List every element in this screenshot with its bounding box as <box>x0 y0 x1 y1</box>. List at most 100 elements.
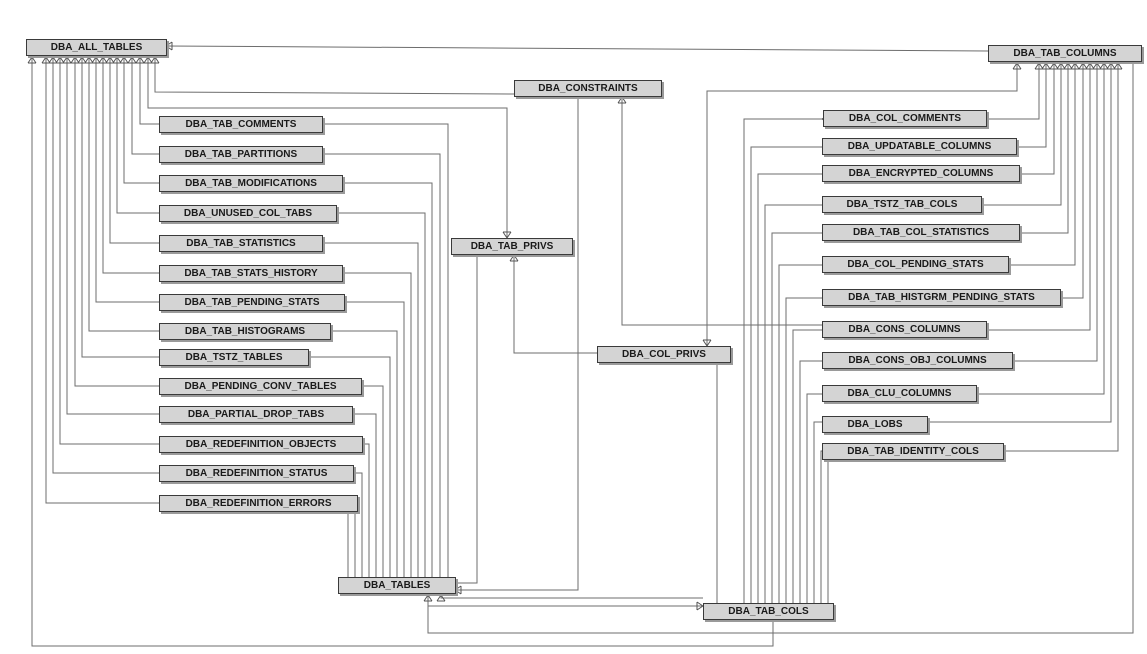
entity-dba-col-pending-stats[interactable]: DBA_COL_PENDING_STATS <box>822 256 1009 273</box>
relationship-line <box>123 57 159 184</box>
relationship-line <box>353 472 363 577</box>
relationship-line <box>330 330 398 577</box>
relationship-line <box>1003 63 1119 452</box>
relationship-marker <box>1070 62 1080 70</box>
relationship-marker <box>509 254 519 262</box>
relationship-marker <box>127 56 137 64</box>
entity-dba-redefinition-status[interactable]: DBA_REDEFINITION_STATUS <box>159 465 354 482</box>
relationship-line <box>813 421 822 603</box>
relationship-line <box>621 97 822 326</box>
relationship-line <box>986 63 1040 120</box>
relationship-marker <box>436 594 446 602</box>
entity-dba-all-tables[interactable]: DBA_ALL_TABLES <box>26 39 167 56</box>
relationship-line <box>81 57 159 358</box>
relationship-line <box>927 63 1112 423</box>
entity-dba-clu-columns[interactable]: DBA_CLU_COLUMNS <box>822 385 977 402</box>
relationship-marker <box>1012 62 1022 70</box>
relationship-line <box>354 502 357 577</box>
relationship-line <box>322 153 441 577</box>
relationship-marker <box>143 56 153 64</box>
relationship-line <box>1060 63 1084 299</box>
relationship-line <box>66 57 159 415</box>
relationship-line <box>342 182 433 577</box>
entity-dba-tables[interactable]: DBA_TABLES <box>338 577 456 594</box>
relationship-marker <box>702 339 712 347</box>
relationship-line <box>427 606 774 634</box>
relationship-line <box>750 146 822 603</box>
relationship-marker <box>1041 62 1051 70</box>
relationship-line <box>440 595 703 599</box>
relationship-line <box>308 356 391 577</box>
relationship-line <box>706 63 1018 346</box>
entity-dba-redefinition-errors[interactable]: DBA_REDEFINITION_ERRORS <box>159 495 358 512</box>
relationship-line <box>95 57 159 303</box>
entity-dba-encrypted-columns[interactable]: DBA_ENCRYPTED_COLUMNS <box>822 165 1020 182</box>
entity-dba-tab-partitions[interactable]: DBA_TAB_PARTITIONS <box>159 146 323 163</box>
entity-dba-tab-statistics[interactable]: DBA_TAB_STATISTICS <box>159 235 323 252</box>
relationship-line <box>1012 63 1098 362</box>
relationship-line <box>806 393 822 603</box>
entity-dba-tab-pending-stats[interactable]: DBA_TAB_PENDING_STATS <box>159 294 345 311</box>
relationship-line <box>976 63 1105 395</box>
relationship-line <box>154 57 515 95</box>
relationship-line <box>342 272 412 577</box>
relationship-line <box>109 57 159 244</box>
relationship-line <box>31 57 774 647</box>
entity-dba-tab-comments[interactable]: DBA_TAB_COMMENTS <box>159 116 323 133</box>
relationship-line <box>116 57 159 214</box>
entity-dba-partial-drop-tabs[interactable]: DBA_PARTIAL_DROP_TABS <box>159 406 353 423</box>
entity-dba-cons-columns[interactable]: DBA_CONS_COLUMNS <box>822 321 987 338</box>
relationship-line <box>427 595 703 607</box>
relationship-line <box>771 232 822 603</box>
entity-dba-tstz-tables[interactable]: DBA_TSTZ_TABLES <box>159 349 309 366</box>
relationship-line <box>1008 63 1076 266</box>
relationship-line <box>1019 63 1055 175</box>
relationship-line <box>785 297 822 603</box>
relationship-line <box>352 413 377 577</box>
entity-dba-updatable-columns[interactable]: DBA_UPDATABLE_COLUMNS <box>822 138 1017 155</box>
relationship-line <box>344 301 405 577</box>
relationship-line <box>336 212 426 577</box>
entity-dba-tab-modifications[interactable]: DBA_TAB_MODIFICATIONS <box>159 175 343 192</box>
relationship-marker <box>135 56 145 64</box>
relationship-line <box>773 63 1134 634</box>
relationship-line <box>792 329 822 603</box>
relationship-line <box>799 360 822 603</box>
entity-dba-lobs[interactable]: DBA_LOBS <box>822 416 928 433</box>
relationship-marker <box>1113 62 1123 70</box>
relationship-line <box>757 173 822 603</box>
relationship-marker <box>41 56 51 64</box>
relationship-line <box>981 63 1062 206</box>
relationship-line <box>102 57 159 274</box>
entity-dba-constraints[interactable]: DBA_CONSTRAINTS <box>514 80 662 97</box>
entity-dba-pending-conv-tables[interactable]: DBA_PENDING_CONV_TABLES <box>159 378 362 395</box>
relationship-line <box>59 57 159 445</box>
entity-dba-cons-obj-columns[interactable]: DBA_CONS_OBJ_COLUMNS <box>822 352 1013 369</box>
relationship-marker <box>423 594 433 602</box>
relationship-marker <box>502 231 512 239</box>
relationship-marker <box>70 56 80 64</box>
entity-dba-redefinition-objects[interactable]: DBA_REDEFINITION_OBJECTS <box>159 436 363 453</box>
relationship-marker <box>617 96 627 104</box>
entity-dba-tab-col-statistics[interactable]: DBA_TAB_COL_STATISTICS <box>822 224 1020 241</box>
relationship-line <box>52 57 159 474</box>
relationship-line <box>743 118 822 603</box>
entity-dba-col-comments[interactable]: DBA_COL_COMMENTS <box>823 110 987 127</box>
entity-dba-col-privs[interactable]: DBA_COL_PRIVS <box>597 346 731 363</box>
relationship-marker <box>165 41 173 51</box>
relationship-line <box>513 255 597 354</box>
entity-dba-tab-columns[interactable]: DBA_TAB_COLUMNS <box>988 45 1142 62</box>
relationship-line <box>322 123 449 577</box>
entity-dba-tstz-tab-cols[interactable]: DBA_TSTZ_TAB_COLS <box>822 196 982 213</box>
relationship-line <box>820 450 822 603</box>
relationship-line <box>455 96 579 591</box>
entity-dba-tab-identity-cols[interactable]: DBA_TAB_IDENTITY_COLS <box>822 443 1004 460</box>
entity-dba-tab-histgrm-pending-stats[interactable]: DBA_TAB_HISTGRM_PENDING_STATS <box>822 289 1061 306</box>
relationship-line <box>322 242 419 577</box>
entity-dba-tab-histograms[interactable]: DBA_TAB_HISTOGRAMS <box>159 323 331 340</box>
entity-dba-unused-col-tabs[interactable]: DBA_UNUSED_COL_TABS <box>159 205 337 222</box>
entity-dba-tab-cols[interactable]: DBA_TAB_COLS <box>703 603 834 620</box>
entity-dba-tab-stats-history[interactable]: DBA_TAB_STATS_HISTORY <box>159 265 343 282</box>
entity-dba-tab-privs[interactable]: DBA_TAB_PRIVS <box>451 238 573 255</box>
